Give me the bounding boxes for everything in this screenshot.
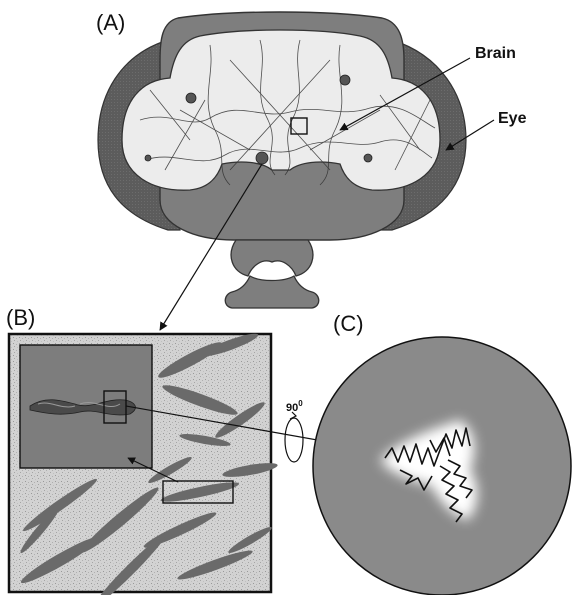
panel-a-label: (A) bbox=[96, 10, 125, 35]
eye-callout: Eye bbox=[498, 110, 527, 127]
brain-callout: Brain bbox=[475, 45, 516, 62]
panel-b-label: (B) bbox=[6, 305, 35, 330]
panel-c-label: (C) bbox=[333, 311, 364, 336]
rotation-value: 90 bbox=[286, 402, 298, 414]
rotation-degree-sup: 0 bbox=[298, 399, 303, 408]
rotation-angle: 900 bbox=[286, 399, 303, 414]
proboscis bbox=[225, 276, 319, 308]
neck-connector bbox=[231, 240, 313, 276]
